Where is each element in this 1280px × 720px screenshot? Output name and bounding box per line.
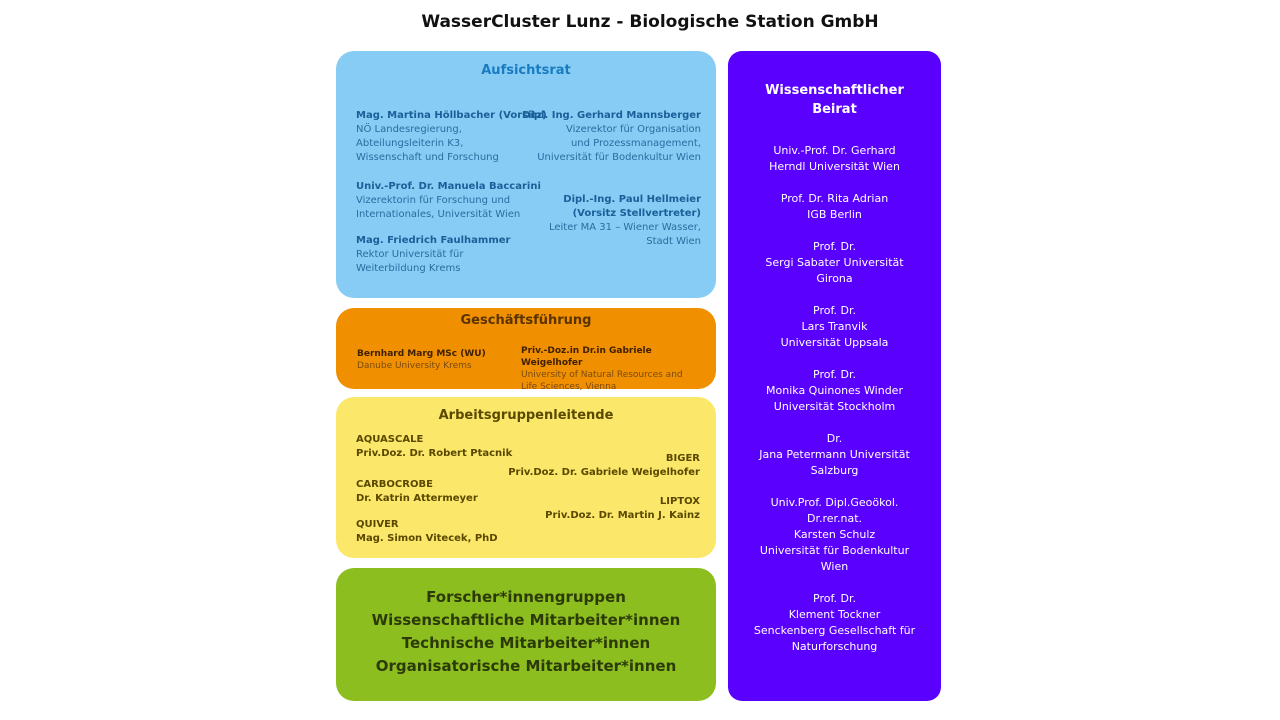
beirat-member-line: Klement Tockner — [788, 608, 881, 621]
group-name: CARBOCROBE — [356, 479, 433, 490]
member-name: Mag. Friedrich Faulhammer — [356, 235, 511, 246]
beirat-member-line: Salzburg — [810, 464, 859, 477]
arbeitsgruppe-item: AQUASCALE Priv.Doz. Dr. Robert Ptacnik — [356, 433, 512, 461]
beirat-member-line: Herndl Universität Wien — [769, 160, 900, 173]
member-detail: University of Natural Resources and — [521, 370, 683, 380]
beirat-member-line: Dr.rer.nat. — [806, 512, 863, 525]
aufsichtsrat-member: Univ.-Prof. Dr. Manuela Baccarini Vizere… — [356, 180, 541, 222]
member-name: Dipl.-Ing. Paul Hellmeier — [563, 194, 701, 205]
beirat-members: Univ.-Prof. Dr. Gerhard Herndl Universit… — [728, 143, 941, 671]
member-detail: Leiter MA 31 – Wiener Wasser, — [548, 222, 701, 233]
arbeitsgruppe-item: BIGER Priv.Doz. Dr. Gabriele Weigelhofer — [508, 452, 700, 480]
group-leader: Priv.Doz. Dr. Gabriele Weigelhofer — [508, 467, 700, 478]
aufsichtsrat-member: Dipl.-Ing. Paul Hellmeier (Vorsitz Stell… — [549, 193, 701, 249]
beirat-member: Prof. Dr. Monika Quinones Winder Univers… — [728, 367, 941, 415]
beirat-box: Wissenschaftlicher Beirat Univ.-Prof. Dr… — [728, 51, 941, 701]
member-detail: Internationales, Universität Wien — [356, 209, 521, 220]
group-leader: Priv.Doz. Dr. Martin J. Kainz — [545, 510, 700, 521]
group-leader: Dr. Katrin Attermeyer — [356, 493, 478, 504]
member-detail: Danube University Krems — [357, 361, 472, 371]
group-name: LIPTOX — [659, 496, 700, 507]
geschaeftsfuehrung-heading: Geschäftsführung — [460, 313, 592, 328]
member-name: Univ.-Prof. Dr. Manuela Baccarini — [356, 181, 541, 192]
member-detail: Weiterbildung Krems — [356, 263, 461, 274]
beirat-member-line: Sergi Sabater Universität — [765, 256, 904, 269]
beirat-member-line: Prof. Dr. — [813, 240, 856, 253]
beirat-member-line: Univ.-Prof. Dr. Gerhard — [773, 144, 896, 157]
beirat-member-line: Universität Uppsala — [780, 336, 889, 349]
forscher-line: Organisatorische Mitarbeiter*innen — [375, 657, 677, 675]
member-name: Dipl. Ing. Gerhard Mannsberger — [522, 110, 701, 121]
arbeitsgruppe-item: CARBOCROBE Dr. Katrin Attermeyer — [356, 478, 478, 506]
arbeitsgruppe-item: LIPTOX Priv.Doz. Dr. Martin J. Kainz — [545, 495, 700, 523]
member-detail: Life Sciences, Vienna — [521, 382, 617, 392]
beirat-member-line: Universität für Bodenkultur — [759, 544, 910, 557]
beirat-member-line: Girona — [816, 272, 853, 285]
beirat-member-line: IGB Berlin — [807, 208, 862, 221]
member-name: Priv.-Doz.in Dr.in Gabriele Weigelhofer — [521, 346, 652, 368]
beirat-member-line: Prof. Dr. — [813, 368, 856, 381]
page-title: WasserCluster Lunz - Biologische Station… — [421, 12, 879, 32]
member-detail: Wissenschaft und Forschung — [356, 152, 499, 163]
forscher-line: Forscher*innengruppen — [426, 588, 626, 606]
beirat-member: Prof. Dr. Lars Tranvik Universität Uppsa… — [728, 303, 941, 351]
arbeitsgruppen-box: Arbeitsgruppenleitende AQUASCALE Priv.Do… — [336, 397, 716, 558]
beirat-member-line: Jana Petermann Universität — [759, 448, 910, 461]
member-detail: NÖ Landesregierung, — [356, 124, 462, 135]
beirat-member-line: Senckenberg Gesellschaft für — [753, 624, 916, 637]
member-detail: Vizerektor für Organisation — [565, 124, 701, 135]
beirat-heading-line: Beirat — [812, 102, 857, 117]
group-name: QUIVER — [356, 519, 399, 530]
forscher-line: Technische Mitarbeiter*innen — [401, 634, 651, 652]
member-name: Bernhard Marg MSc (WU) — [357, 349, 486, 359]
beirat-member: Prof. Dr. Rita Adrian IGB Berlin — [728, 191, 941, 223]
beirat-member-line: Prof. Dr. Rita Adrian — [780, 192, 889, 205]
aufsichtsrat-member: Dipl. Ing. Gerhard Mannsberger Vizerekto… — [522, 109, 701, 165]
member-detail: Abteilungsleiterin K3, — [356, 138, 464, 149]
group-leader: Mag. Simon Vitecek, PhD — [356, 533, 498, 544]
member-detail: Rektor Universität für — [356, 249, 464, 260]
beirat-member: Prof. Dr. Sergi Sabater Universität Giro… — [728, 239, 941, 287]
beirat-member-line: Karsten Schulz — [793, 528, 876, 541]
aufsichtsrat-member: Mag. Martina Höllbacher (Vorsitz) NÖ Lan… — [356, 109, 547, 165]
member-detail: Universität für Bodenkultur Wien — [537, 152, 701, 163]
arbeitsgruppen-heading: Arbeitsgruppenleitende — [438, 408, 614, 423]
arbeitsgruppe-item: QUIVER Mag. Simon Vitecek, PhD — [356, 518, 498, 546]
beirat-member-line: Naturforschung — [791, 640, 878, 653]
beirat-member-line: Monika Quinones Winder — [766, 384, 903, 397]
group-name: AQUASCALE — [356, 434, 424, 445]
beirat-member-line: Prof. Dr. — [813, 592, 856, 605]
beirat-heading: Wissenschaftlicher Beirat — [728, 81, 941, 119]
member-detail: und Prozessmanagement, — [570, 138, 701, 149]
member-name-suffix: (Vorsitz Stellvertreter) — [572, 208, 701, 219]
group-leader: Priv.Doz. Dr. Robert Ptacnik — [356, 448, 513, 459]
member-detail: Stadt Wien — [646, 236, 701, 247]
member-detail: Vizerektorin für Forschung und — [356, 195, 511, 206]
beirat-member-line: Dr. — [826, 432, 843, 445]
group-name: BIGER — [665, 453, 700, 464]
geschaeftsfuehrung-member: Bernhard Marg MSc (WU) Danube University… — [357, 348, 486, 372]
geschaeftsfuehrung-member: Priv.-Doz.in Dr.in Gabriele Weigelhofer … — [521, 345, 716, 393]
beirat-heading-line: Wissenschaftlicher — [765, 83, 904, 98]
member-name: Mag. Martina Höllbacher (Vorsitz) — [356, 110, 547, 121]
aufsichtsrat-heading: Aufsichtsrat — [481, 63, 571, 78]
beirat-member: Univ.-Prof. Dr. Gerhard Herndl Universit… — [728, 143, 941, 175]
beirat-member-line: Prof. Dr. — [813, 304, 856, 317]
beirat-member: Prof. Dr. Klement Tockner Senckenberg Ge… — [728, 591, 941, 655]
beirat-member-line: Universität Stockholm — [773, 400, 896, 413]
geschaeftsfuehrung-box: Geschäftsführung Bernhard Marg MSc (WU) … — [336, 308, 716, 392]
beirat-member-line: Univ.Prof. Dipl.Geoökol. — [770, 496, 899, 509]
beirat-member-line: Wien — [820, 560, 849, 573]
aufsichtsrat-member: Mag. Friedrich Faulhammer Rektor Univers… — [356, 234, 510, 276]
beirat-member: Dr. Jana Petermann Universität Salzburg — [728, 431, 941, 479]
beirat-member-line: Lars Tranvik — [801, 320, 868, 333]
aufsichtsrat-box: Aufsichtsrat Mag. Martina Höllbacher (Vo… — [336, 51, 716, 298]
beirat-member: Univ.Prof. Dipl.Geoökol. Dr.rer.nat. Kar… — [728, 495, 941, 575]
forscher-box: Forscher*innengruppen Wissenschaftliche … — [336, 568, 716, 701]
forscher-line: Wissenschaftliche Mitarbeiter*innen — [371, 611, 681, 629]
